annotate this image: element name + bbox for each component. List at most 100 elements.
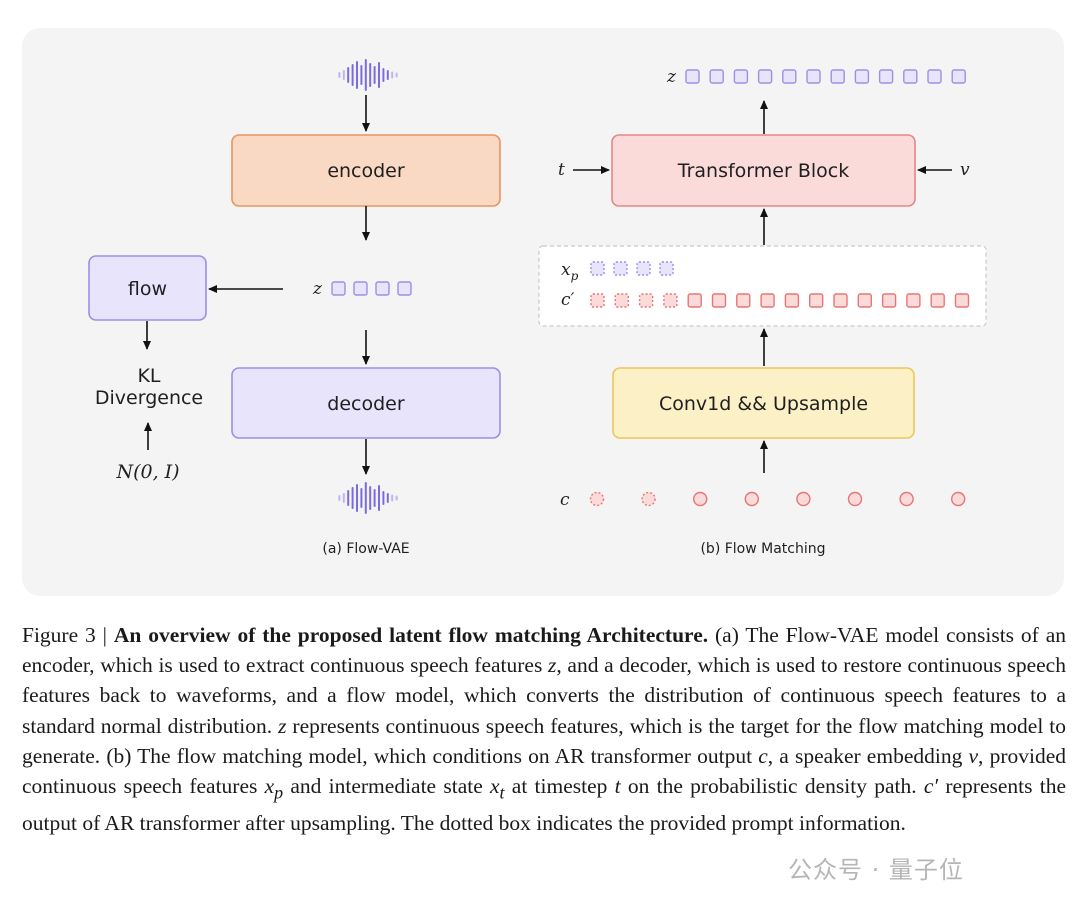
conv-upsample-box: Conv1d && Upsample xyxy=(612,367,915,439)
z-token xyxy=(375,281,390,296)
z-token xyxy=(903,69,918,84)
cprime-token xyxy=(881,293,897,308)
z-token xyxy=(927,69,942,84)
cprime-token xyxy=(833,293,848,308)
cprime-token xyxy=(687,293,702,308)
bottom-waveform-icon xyxy=(338,482,398,514)
c-token xyxy=(951,491,966,507)
cprime-token xyxy=(809,293,824,308)
cprime-token xyxy=(711,293,727,308)
encoder-box: encoder xyxy=(231,134,501,207)
prompt-dotted-box xyxy=(538,245,987,327)
cprime-token xyxy=(614,293,629,308)
cprime-token xyxy=(857,293,872,308)
caption-math-sub: p xyxy=(274,782,284,803)
c-token xyxy=(899,491,914,507)
z-token xyxy=(854,69,870,84)
cprime-token xyxy=(736,293,751,308)
caption-text: , provided continuous speech features xyxy=(22,743,1067,799)
z-tokens-a xyxy=(331,281,412,296)
c-token xyxy=(796,491,811,507)
figure-caption: Figure 3 | An overview of the proposed l… xyxy=(22,620,1066,838)
xp-base: x xyxy=(561,260,571,280)
z-token xyxy=(951,69,966,84)
xp-subscript: p xyxy=(571,269,579,283)
caption-math: x xyxy=(490,774,500,799)
z-token xyxy=(757,69,773,84)
caption-text: (a) The Flow-VAE model consists of an en… xyxy=(22,623,1067,678)
transformer-block-box: Transformer Block xyxy=(611,134,916,207)
c-token xyxy=(641,491,656,507)
caption-a: (a) Flow-VAE xyxy=(322,541,409,557)
z-tokens-b xyxy=(685,69,966,84)
z-token xyxy=(733,69,749,84)
z-label-a: z xyxy=(312,279,323,299)
caption-math: t xyxy=(614,774,621,799)
z-token xyxy=(331,281,346,296)
xp-token xyxy=(659,261,674,276)
caption-text: represents continuous speech features, w… xyxy=(22,713,1066,768)
caption-text: and intermediate state xyxy=(283,774,490,799)
t-label: t xyxy=(558,160,565,180)
xp-token xyxy=(613,261,628,276)
cprime-token xyxy=(760,293,775,308)
z-label-b: z xyxy=(666,67,677,87)
architecture-diagram: encoder z flow KL Divergence N(0, I) dec… xyxy=(88,59,987,557)
caption-math-sub: t xyxy=(499,782,505,803)
flow-label: flow xyxy=(128,278,167,300)
decoder-box: decoder xyxy=(231,367,501,439)
caption-text: on the probabilistic density path. xyxy=(620,774,924,799)
transformer-label: Transformer Block xyxy=(677,160,849,182)
caption-title: An overview of the proposed latent flow … xyxy=(113,623,709,647)
z-token xyxy=(806,69,821,84)
c-token xyxy=(589,491,605,507)
cprime-token xyxy=(638,293,654,308)
caption-math: x xyxy=(264,774,275,799)
top-waveform-icon xyxy=(338,59,398,91)
z-token xyxy=(878,69,894,84)
z-token xyxy=(685,69,700,84)
c-tokens xyxy=(589,491,966,507)
caption-math: z xyxy=(548,653,557,678)
caption-math: c xyxy=(758,743,768,768)
cprime-tokens xyxy=(590,293,970,308)
prior-label: N(0, I) xyxy=(115,461,179,483)
z-token xyxy=(397,281,412,296)
z-token xyxy=(782,69,797,84)
caption-b: (b) Flow Matching xyxy=(700,541,825,557)
v-label: v xyxy=(960,160,970,180)
cprime-token xyxy=(954,293,970,308)
caption-math: z xyxy=(278,713,287,738)
z-token xyxy=(830,69,845,84)
z-token xyxy=(353,281,368,296)
cprime-token xyxy=(930,293,945,308)
c-token xyxy=(693,491,708,507)
cprime-token xyxy=(906,293,921,308)
z-token xyxy=(709,69,724,84)
caption-text: at timestep xyxy=(504,774,615,799)
c-token xyxy=(744,491,759,507)
kl-label-line2: Divergence xyxy=(95,387,203,409)
xp-label: xp xyxy=(561,260,579,283)
caption-text: represents the output of AR transformer … xyxy=(22,774,1067,835)
figure-label: Figure 3 | xyxy=(22,623,114,647)
watermark: 公众号 · 量子位 xyxy=(788,856,964,884)
caption-math: v xyxy=(968,743,979,768)
c-label: c xyxy=(560,490,570,510)
cprime-token xyxy=(590,293,605,308)
xp-token xyxy=(590,261,605,276)
c-token xyxy=(847,491,863,507)
xp-token xyxy=(636,261,651,276)
conv-label: Conv1d && Upsample xyxy=(659,393,868,415)
flow-box: flow xyxy=(88,255,207,321)
cprime-token xyxy=(663,293,678,308)
encoder-label: encoder xyxy=(327,160,405,182)
caption-math: c′ xyxy=(923,774,939,799)
kl-label-line1: KL xyxy=(137,365,160,387)
cprime-label: c′ xyxy=(561,290,575,310)
caption-text: , and a decoder, which is used to restor… xyxy=(22,653,1066,738)
decoder-label: decoder xyxy=(327,393,405,415)
cprime-token xyxy=(784,293,800,308)
caption-text: , a speaker embedding xyxy=(767,743,969,768)
xp-tokens xyxy=(590,261,674,276)
